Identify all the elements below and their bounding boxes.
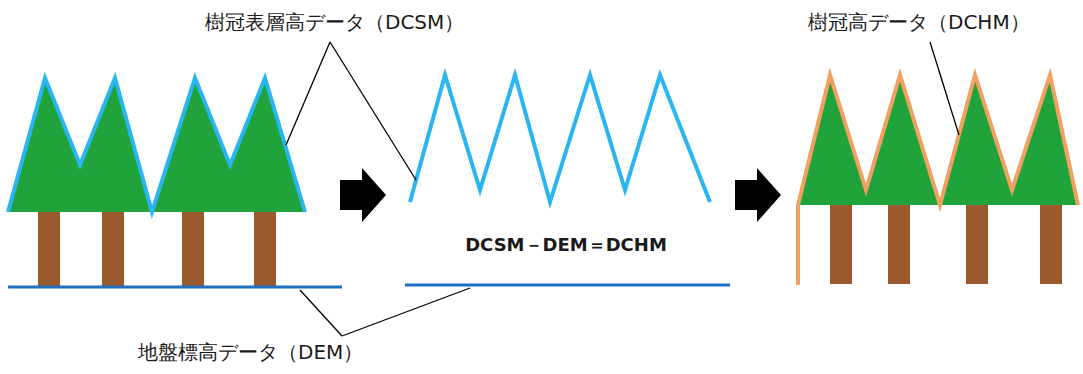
tree-trunk: [888, 204, 910, 284]
leader-line: [342, 288, 470, 336]
tree-trunk: [830, 204, 852, 284]
tree-trunk: [102, 210, 124, 286]
dchm-line: [798, 75, 1078, 285]
tree-trunk: [182, 210, 204, 286]
leader-line: [330, 42, 416, 180]
tree-group-right: [798, 75, 1078, 285]
leader-line: [286, 42, 330, 145]
tree-trunk: [1040, 204, 1062, 284]
formula-label: DCSM－DEM＝DCHM: [465, 234, 667, 256]
tree-trunk: [254, 210, 276, 286]
tree-trunk: [966, 204, 988, 284]
tree-group-left: [8, 78, 342, 287]
dcsm-label: 樹冠表層高データ（DCSM）: [205, 10, 464, 34]
leader-line: [300, 290, 342, 336]
dchm-label: 樹冠高データ（DCHM）: [808, 10, 1030, 34]
leader-line: [930, 42, 959, 135]
leader-lines: [286, 42, 959, 336]
block-arrow: [735, 168, 781, 222]
dcsm-line: [410, 75, 710, 202]
tree-crown: [8, 78, 152, 212]
dcsm-line: [8, 78, 305, 212]
dem-line: [405, 284, 730, 287]
block-arrow: [340, 168, 386, 222]
tree-trunk: [38, 210, 60, 286]
dem-label: 地盤標高データ（DEM）: [138, 340, 363, 364]
dem-line: [8, 286, 342, 289]
